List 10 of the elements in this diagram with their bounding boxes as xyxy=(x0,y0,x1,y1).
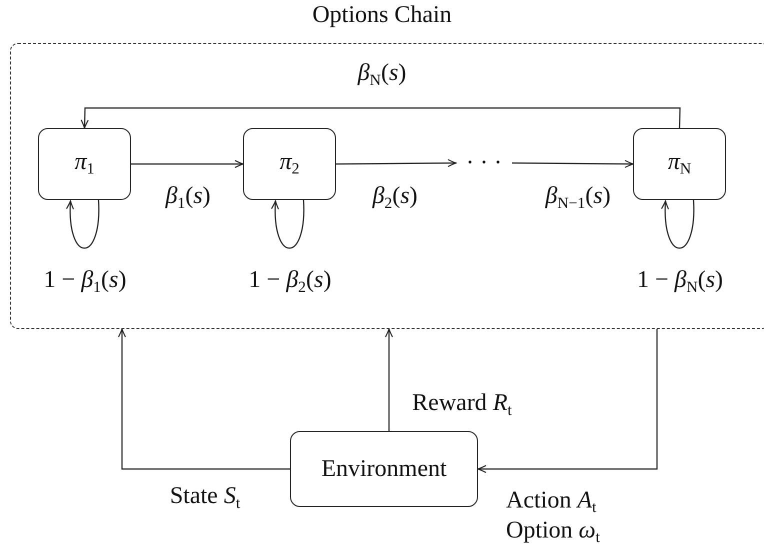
node-label: π$_{1}$ xyxy=(74,149,94,179)
environment-box xyxy=(290,431,478,507)
policy-box xyxy=(38,128,131,200)
policy-box xyxy=(633,128,726,200)
policy-box xyxy=(243,128,336,200)
node-label: Environment xyxy=(321,456,447,482)
container-title: Options Chain xyxy=(311,2,453,29)
node-label: π$_{N}$ xyxy=(668,149,692,179)
node-label: π$_{2}$ xyxy=(280,149,300,179)
ellipsis: · · · xyxy=(466,150,502,176)
